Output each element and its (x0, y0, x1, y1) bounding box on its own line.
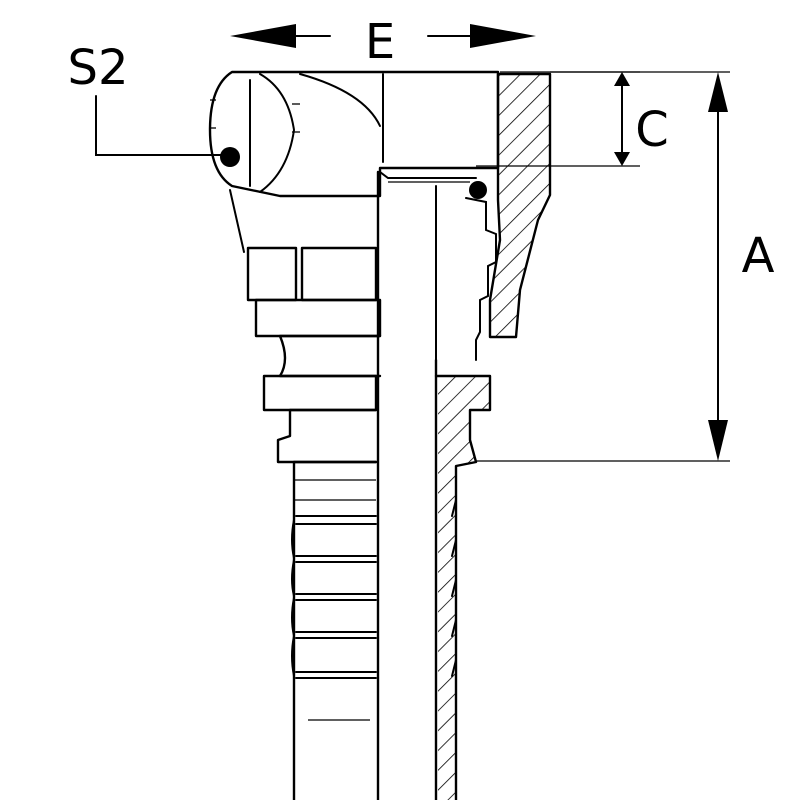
stem-outer (262, 170, 382, 800)
s2-leader-dot (220, 147, 240, 167)
stem-tail-outline (292, 460, 378, 800)
nut-section-hatch (490, 74, 550, 337)
dimension-c-bottom-arrow (614, 152, 630, 166)
dimension-e: E (230, 14, 536, 70)
label-s2: S2 (67, 40, 128, 96)
stem-shoulder (276, 408, 378, 464)
dimension-s2: S2 (67, 40, 240, 167)
inner-bore (379, 171, 497, 361)
stem-section-hatch (438, 376, 490, 800)
hex-nut (208, 70, 500, 198)
o-ring (469, 181, 487, 199)
serration-4 (291, 555, 377, 597)
nut-collar (229, 189, 382, 338)
dimension-a-top-arrow (708, 72, 728, 112)
serration-5 (291, 593, 377, 637)
collar-hex-left (246, 246, 298, 302)
collar-ring (254, 298, 382, 338)
dimension-e-right-arrow (470, 24, 536, 48)
dimension-c-top-arrow (614, 72, 630, 86)
dimension-a: A (476, 71, 775, 462)
nut-skirt-left (229, 189, 245, 253)
hex-nut-chamfer-left (259, 73, 296, 193)
stem-hex-band (262, 374, 378, 412)
label-c: C (635, 102, 669, 158)
serration-7 (295, 671, 377, 679)
nut-section-outline (488, 72, 552, 339)
hex-nut-outline (208, 70, 500, 198)
stem-section-outline (434, 374, 492, 800)
stem-section (434, 358, 492, 800)
s2-leader-line (95, 95, 229, 156)
label-a: A (742, 228, 775, 284)
stem-serrations (291, 479, 377, 721)
collar-hex-right (300, 246, 378, 302)
serration-3 (291, 515, 377, 559)
label-e: E (365, 14, 395, 70)
dimension-c: C (476, 71, 669, 167)
thread-profile (465, 197, 497, 361)
serration-6 (291, 631, 377, 677)
hex-nut-chamfer-top (299, 73, 381, 127)
bore-top-lip (379, 171, 477, 179)
dimension-e-left-arrow (230, 24, 296, 48)
nut-section (488, 72, 552, 339)
dimension-a-bottom-arrow (708, 420, 728, 461)
stem-section-serrations (451, 499, 457, 677)
stem-neck (278, 334, 382, 378)
